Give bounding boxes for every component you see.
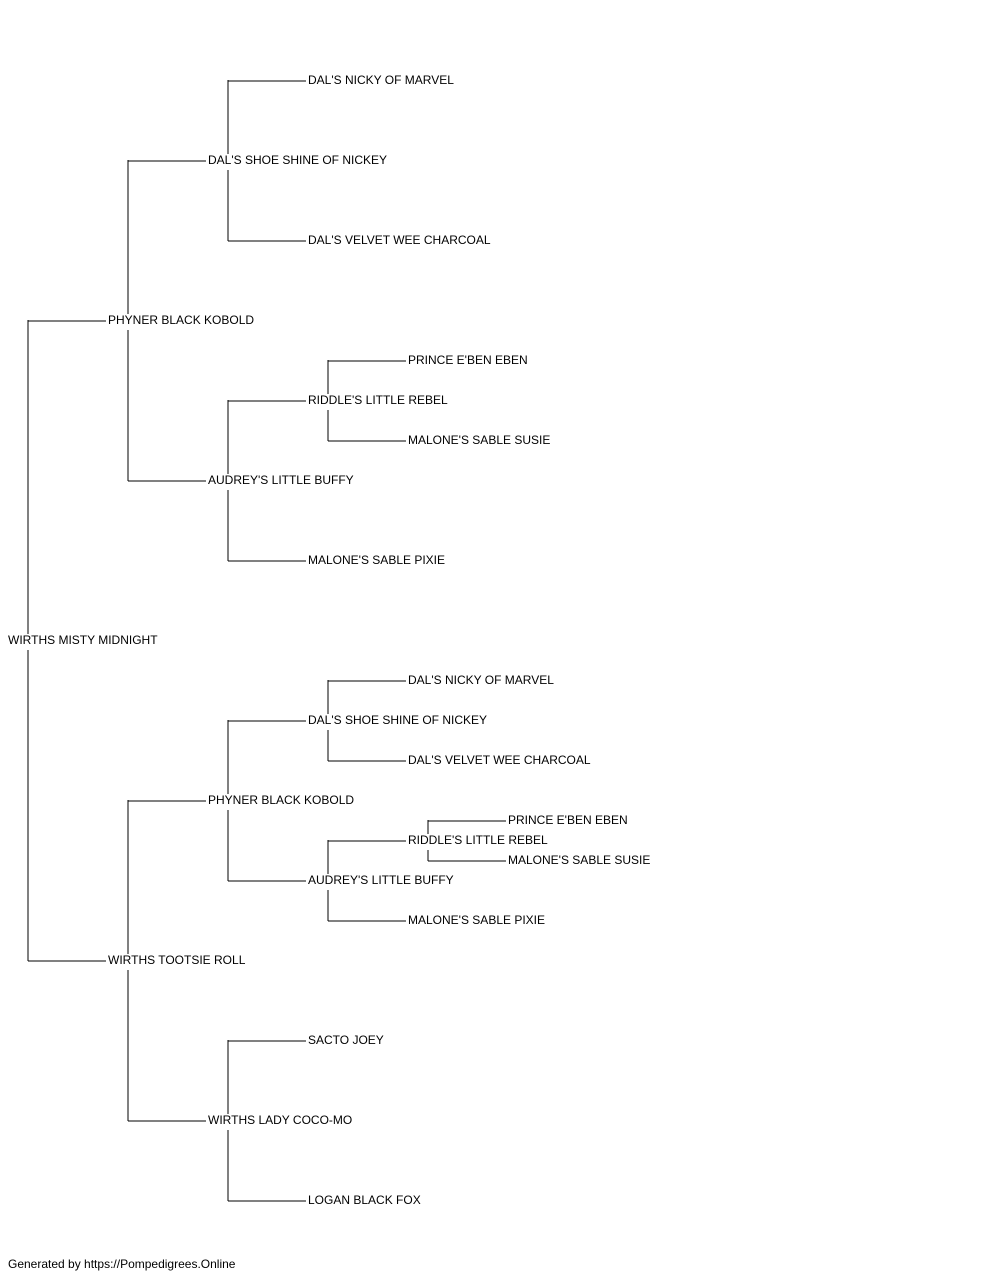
footer-credit: Generated by https://Pompedigrees.Online (8, 1257, 236, 1271)
pedigree-name: WIRTHS LADY COCO-MO (208, 1113, 352, 1127)
pedigree-name: DAL'S VELVET WEE CHARCOAL (408, 753, 591, 767)
pedigree-name: WIRTHS TOOTSIE ROLL (108, 953, 246, 967)
pedigree-name: PHYNER BLACK KOBOLD (208, 793, 354, 807)
pedigree-name: RIDDLE'S LITTLE REBEL (308, 393, 448, 407)
pedigree-name: AUDREY'S LITTLE BUFFY (208, 473, 354, 487)
pedigree-name: MALONE'S SABLE PIXIE (308, 553, 445, 567)
pedigree-name: MALONE'S SABLE PIXIE (408, 913, 545, 927)
pedigree-name: MALONE'S SABLE SUSIE (508, 853, 650, 867)
pedigree-name: RIDDLE'S LITTLE REBEL (408, 833, 548, 847)
pedigree-name: PRINCE E'BEN EBEN (508, 813, 628, 827)
pedigree-name: DAL'S NICKY OF MARVEL (308, 73, 454, 87)
pedigree-name: MALONE'S SABLE SUSIE (408, 433, 550, 447)
pedigree-name: DAL'S VELVET WEE CHARCOAL (308, 233, 491, 247)
pedigree-name: DAL'S SHOE SHINE OF NICKEY (308, 713, 487, 727)
pedigree-name: DAL'S NICKY OF MARVEL (408, 673, 554, 687)
pedigree-name: SACTO JOEY (308, 1033, 384, 1047)
pedigree-name: DAL'S SHOE SHINE OF NICKEY (208, 153, 387, 167)
pedigree-name: PHYNER BLACK KOBOLD (108, 313, 254, 327)
pedigree-name: PRINCE E'BEN EBEN (408, 353, 528, 367)
pedigree-name: AUDREY'S LITTLE BUFFY (308, 873, 454, 887)
pedigree-name: WIRTHS MISTY MIDNIGHT (8, 633, 158, 647)
pedigree-name: LOGAN BLACK FOX (308, 1193, 421, 1207)
